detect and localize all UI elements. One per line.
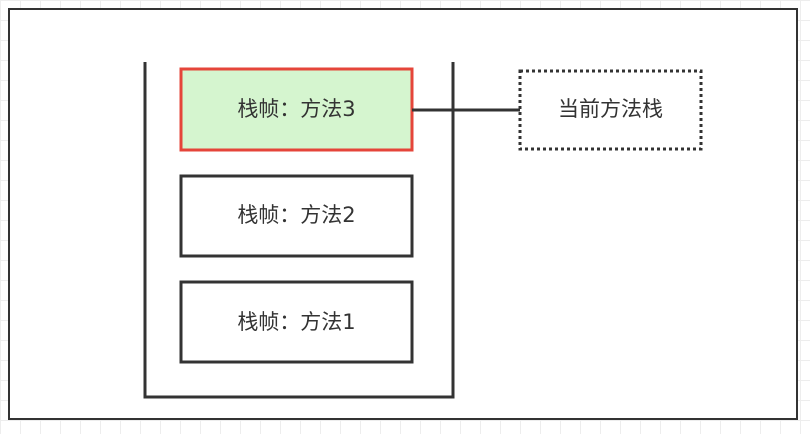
stack-frame-1: 栈帧：方法1 — [179, 280, 414, 364]
stack-frame-3: 栈帧：方法3 — [179, 67, 414, 152]
stack-frame-1-box — [179, 280, 414, 364]
stack-frame-2: 栈帧：方法2 — [179, 174, 414, 258]
stack-container — [143, 62, 455, 399]
stack-frame-3-box — [179, 67, 414, 152]
current-stack-callout: 当前方法栈 — [518, 69, 703, 151]
stack-frame-2-box — [179, 174, 414, 258]
stack-frame-2-label: 栈帧：方法2 — [237, 203, 355, 227]
current-stack-callout-box — [518, 69, 703, 151]
current-stack-callout-label: 当前方法栈 — [558, 97, 663, 121]
stack-frame-1-label: 栈帧：方法1 — [237, 310, 355, 334]
stack-frame-3-label: 栈帧：方法3 — [237, 97, 355, 121]
